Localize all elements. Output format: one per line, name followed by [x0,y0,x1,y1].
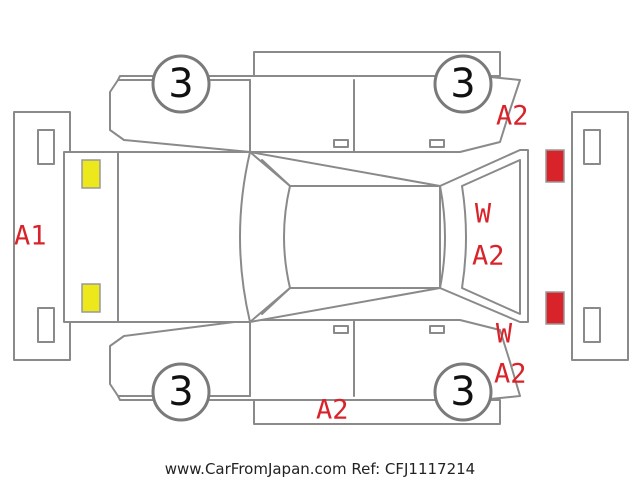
damage-code-front-bumper: A1 [14,221,47,252]
left-side-view [109,75,521,153]
front-bumper [13,111,71,361]
wheel-front-left-grade: 3 [168,61,193,107]
left-headlight [81,159,101,189]
right-headlight [81,283,101,313]
left-taillight [545,149,565,183]
damage-code-rear-lower-w: W [496,319,513,350]
right-side-view [109,319,521,401]
damage-code-rear-quarter: A2 [496,101,529,132]
wheel-front-right-grade: 3 [168,369,193,415]
top-view-body [63,149,529,323]
wheel-rear-right-grade: 3 [450,369,475,415]
right-taillight [545,291,565,325]
wheel-rear-left-grade: 3 [450,61,475,107]
rear-bumper [571,111,629,361]
reference-footer: www.CarFromJapan.com Ref: CFJ1117214 [165,460,475,478]
wheel-front-left: 3 [151,54,211,114]
wheel-rear-left: 3 [433,54,493,114]
damage-code-bottom-side: A2 [316,395,349,426]
wheel-front-right: 3 [151,362,211,422]
damage-code-rear-lower-a2: A2 [494,359,527,390]
damage-code-back-door-a2: A2 [472,241,505,272]
wheel-rear-right: 3 [433,362,493,422]
damage-code-back-door-w: W [475,199,492,230]
